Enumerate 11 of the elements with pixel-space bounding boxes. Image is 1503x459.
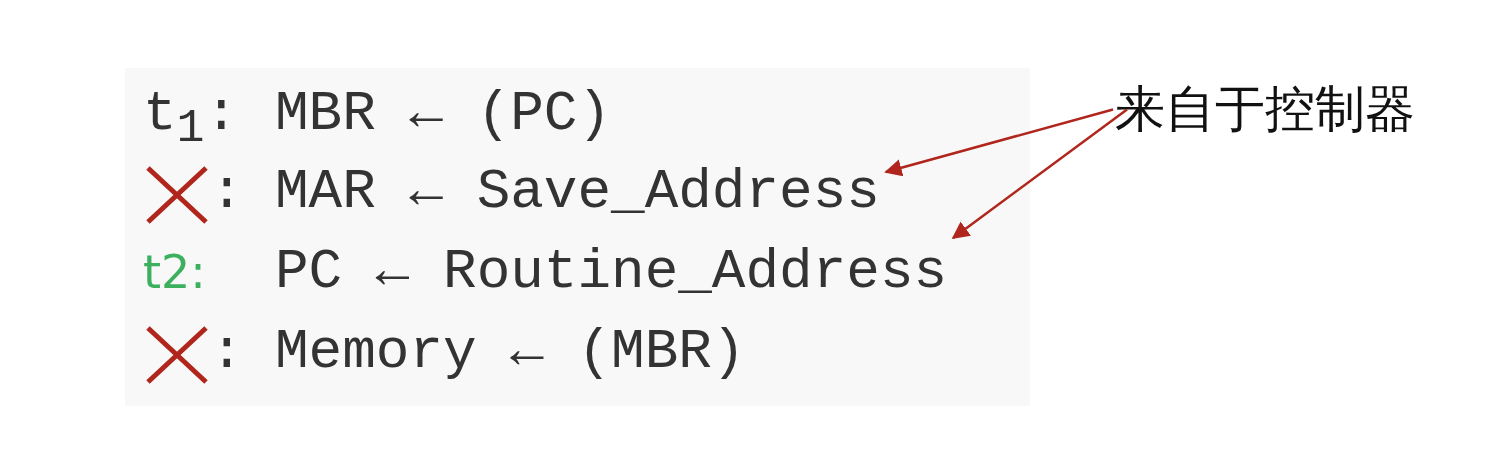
annotation-text: 来自于控制器 xyxy=(1115,76,1415,143)
code-statement: MBR ← (PC) xyxy=(275,82,612,146)
code-statement: PC ← Routine_Address xyxy=(275,240,948,304)
step-label: : xyxy=(210,160,244,224)
step-label: t$_{1}$: xyxy=(143,82,239,158)
code-statement: MAR ← Save_Address xyxy=(275,160,880,224)
arrow xyxy=(951,108,1128,240)
step-label: t2: xyxy=(143,244,206,301)
arrow xyxy=(884,108,1114,177)
code-statement: Memory ← (MBR) xyxy=(275,320,746,384)
step-label: : xyxy=(210,320,244,384)
